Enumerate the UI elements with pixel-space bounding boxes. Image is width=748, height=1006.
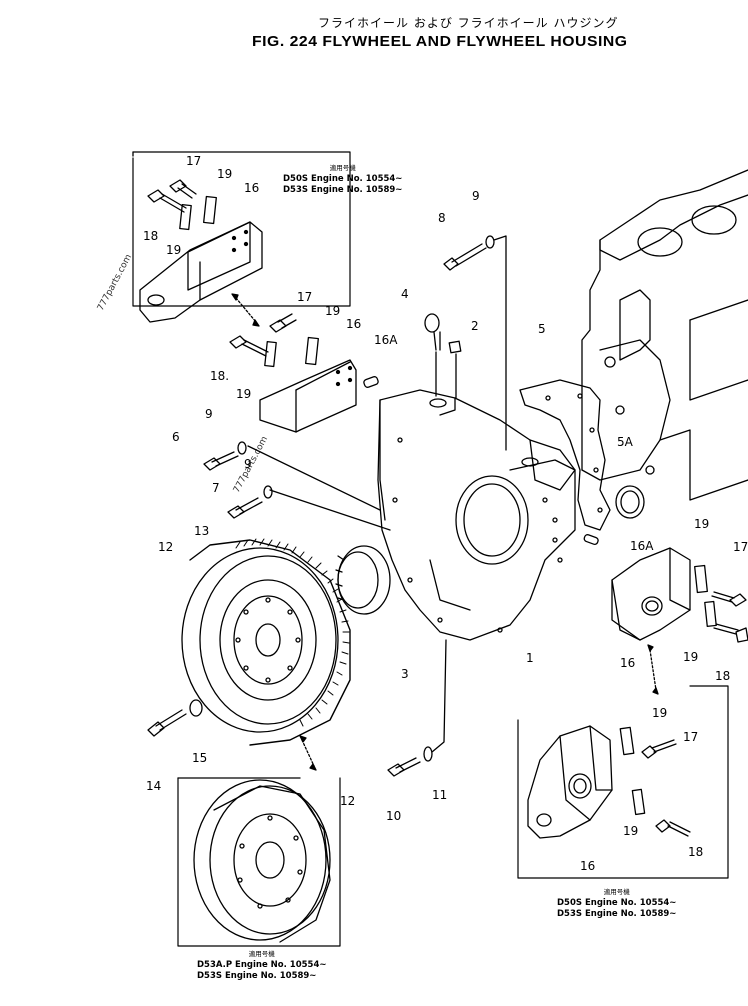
gasket [519, 379, 645, 531]
callout: 15 [192, 751, 207, 765]
oil-seal [335, 545, 391, 615]
note-line: D53S Engine No. 10589~ [283, 185, 403, 195]
callout: 14 [146, 779, 161, 793]
callout: 19 [166, 243, 181, 257]
callout: 2 [471, 319, 479, 333]
callout: 17 [683, 730, 698, 744]
engine-block [581, 169, 748, 501]
note-header: 適用号機 [603, 888, 630, 896]
bolt-and-washer-10-11 [387, 639, 447, 777]
callout: 18 [715, 669, 730, 683]
callout: 11 [432, 788, 447, 802]
note-header: 適用号機 [248, 950, 275, 958]
applicability-note-top-left: 適用号機 D50S Engine No. 10554~ D53S Engine … [283, 163, 402, 196]
callout: 5 [538, 322, 546, 336]
callout: 19 [694, 517, 709, 531]
callout: 1 [526, 651, 534, 665]
callout: 5A [617, 435, 634, 449]
callout: 16 [580, 859, 595, 873]
callout: 19 [325, 304, 340, 318]
flywheel [147, 538, 351, 771]
inset-flywheel-bottom [177, 777, 341, 947]
callout: 18 [688, 845, 703, 859]
bracket-assembly-left [229, 313, 379, 433]
note-line: D50S Engine No. 10554~ [283, 174, 403, 184]
note-line: D53S Engine No. 10589~ [557, 909, 677, 919]
applicability-note-bottom-right: 適用号機 D50S Engine No. 10554~ D53S Engine … [557, 887, 676, 920]
callout: 19 [683, 650, 698, 664]
inset-bracket-bottom-right [517, 685, 729, 879]
callout: 19 [236, 387, 251, 401]
note-header: 適用号機 [329, 164, 356, 172]
callout: 16A [630, 539, 654, 553]
callout: 16 [244, 181, 259, 195]
note-line: D53S Engine No. 10589~ [197, 971, 317, 981]
callout-numbers: 17 19 16 18 19 9 8 4 2 5 17 19 16 16A 18… [143, 154, 748, 873]
note-line: D53A.P Engine No. 10554~ [197, 960, 327, 970]
callout: 12 [340, 794, 355, 808]
callout: 18 [143, 229, 158, 243]
callout: 3 [401, 667, 409, 681]
callout: 16 [620, 656, 635, 670]
callout: 7 [212, 481, 220, 495]
figure-title-japanese: フライホイール および フライホイール ハウジング [318, 16, 619, 30]
callout: 9 [205, 407, 213, 421]
flywheel-housing [203, 235, 599, 641]
callout: 16A [374, 333, 398, 347]
bracket-assembly-right [611, 547, 748, 695]
callout: 18. [210, 369, 229, 383]
callout: 17 [733, 540, 748, 554]
callout: 6 [172, 430, 180, 444]
callout: 19 [623, 824, 638, 838]
callout: 12 [158, 540, 173, 554]
callout: 9 [244, 457, 252, 471]
callout: 19 [217, 167, 232, 181]
callout: 9 [472, 189, 480, 203]
callout: 8 [438, 211, 446, 225]
figure-title: FIG. 224 FLYWHEEL AND FLYWHEEL HOUSING [252, 33, 628, 50]
callout: 13 [194, 524, 209, 538]
note-line: D50S Engine No. 10554~ [557, 898, 677, 908]
callout: 16 [346, 317, 361, 331]
applicability-note-bottom-center: 適用号機 D53A.P Engine No. 10554~ D53S Engin… [197, 949, 327, 982]
callout: 17 [297, 290, 312, 304]
callout: 4 [401, 287, 409, 301]
callout: 19 [652, 706, 667, 720]
inset-bracket-top-left [132, 151, 351, 327]
callout: 10 [386, 809, 401, 823]
callout: 17 [186, 154, 201, 168]
